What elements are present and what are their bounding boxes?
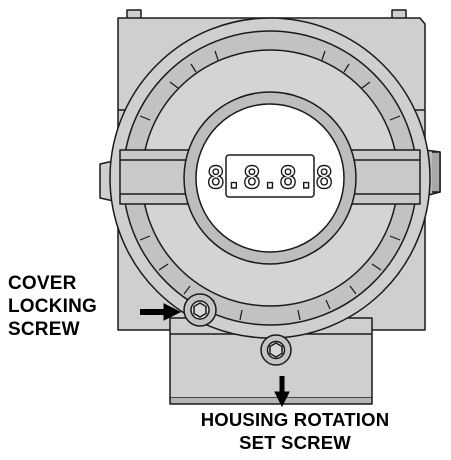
lcd-frame: [225, 154, 315, 198]
label-line: SCREW: [8, 319, 80, 340]
label-line: LOCKING: [8, 296, 98, 317]
lcd-readout: 8.8.8.8: [207, 161, 333, 196]
housing-rotation-set-screw: [260, 334, 292, 366]
label-line: HOUSING ROTATION: [200, 409, 390, 430]
label-line: COVER: [8, 273, 77, 294]
arrow-to-set-screw: [274, 376, 290, 408]
arrow-to-cover-screw: [140, 303, 182, 321]
cover-locking-screw: [183, 293, 217, 327]
label-line: SET SCREW: [239, 432, 351, 453]
cover-locking-screw-label: COVER LOCKING SCREW: [8, 272, 97, 341]
housing-rotation-set-screw-label: HOUSING ROTATION SET SCREW: [130, 408, 451, 454]
